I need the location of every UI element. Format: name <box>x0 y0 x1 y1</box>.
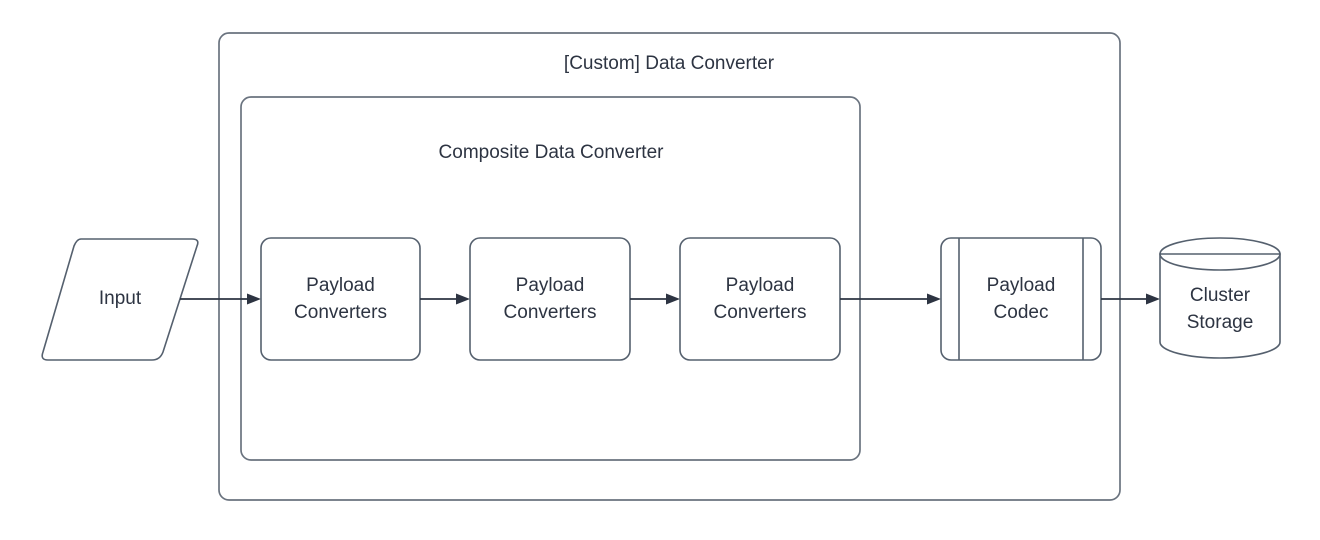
edge-input-to-pc1-arrowhead <box>247 293 261 305</box>
container-composite-data-converter-box[interactable] <box>240 96 861 461</box>
node-cluster-storage-top-ellipse <box>1159 237 1281 271</box>
container-custom-data-converter-label: [Custom] Data Converter <box>564 53 775 74</box>
node-payload-converters-2-label-line1: Payload <box>516 275 585 296</box>
edge-codec-to-cluster-storage[interactable] <box>1101 293 1160 305</box>
edge-pc2-to-pc3-arrowhead <box>666 293 680 305</box>
node-cluster-storage-label-line2: Storage <box>1187 312 1254 333</box>
node-payload-converters-1-shape[interactable] <box>260 237 421 361</box>
container-custom-data-converter-box[interactable] <box>218 32 1121 501</box>
node-input-label: Input <box>99 288 142 309</box>
node-payload-converters-3-shape[interactable] <box>679 237 841 361</box>
node-payload-codec-label-line2: Codec <box>994 302 1049 323</box>
node-payload-converters-1-label-line1: Payload <box>306 275 375 296</box>
node-payload-converters-2-label-line2: Converters <box>504 302 597 323</box>
edge-payload-converters-2-to-3[interactable] <box>630 293 680 305</box>
node-payload-codec[interactable]: Payload Codec <box>940 237 1102 361</box>
edge-pc1-to-pc2-arrowhead <box>456 293 470 305</box>
node-payload-codec-shape[interactable] <box>940 237 1102 361</box>
node-input-shape[interactable] <box>41 238 199 361</box>
node-payload-converters-3-label-line2: Converters <box>714 302 807 323</box>
edge-payload-converters-1-to-2[interactable] <box>420 293 470 305</box>
node-payload-codec-label-line1: Payload <box>987 275 1056 296</box>
node-cluster-storage-label-line1: Cluster <box>1190 285 1251 306</box>
node-cluster-storage[interactable]: Cluster Storage <box>1159 237 1281 359</box>
container-composite-data-converter-label: Composite Data Converter <box>439 142 665 163</box>
node-input[interactable]: Input <box>41 238 199 361</box>
node-payload-converters-3[interactable]: Payload Converters <box>679 237 841 361</box>
container-composite-data-converter[interactable]: Composite Data Converter <box>240 96 861 461</box>
edge-input-to-payload-converters-1[interactable] <box>180 293 261 305</box>
edge-pc3-to-codec-arrowhead <box>927 293 941 305</box>
node-payload-converters-3-label-line1: Payload <box>726 275 795 296</box>
node-payload-converters-2-shape[interactable] <box>469 237 631 361</box>
node-payload-converters-1[interactable]: Payload Converters <box>260 237 421 361</box>
node-cluster-storage-body[interactable] <box>1159 253 1281 359</box>
node-payload-converters-1-label-line2: Converters <box>294 302 387 323</box>
node-payload-converters-2[interactable]: Payload Converters <box>469 237 631 361</box>
edge-payload-converters-3-to-codec[interactable] <box>840 293 941 305</box>
container-custom-data-converter[interactable]: [Custom] Data Converter <box>218 32 1121 501</box>
edge-codec-to-storage-arrowhead <box>1146 293 1160 305</box>
